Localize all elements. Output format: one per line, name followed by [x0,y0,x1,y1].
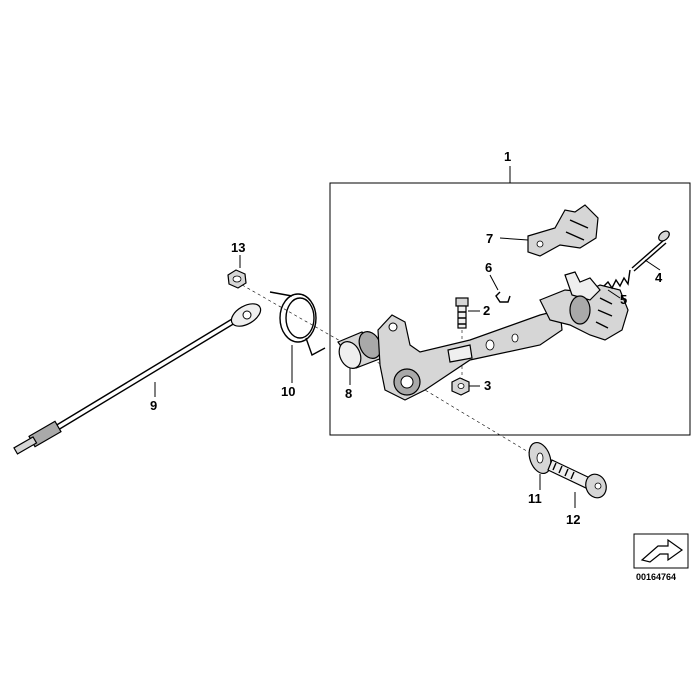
callout-9: 9 [150,398,157,413]
pin-part-4 [631,230,670,272]
spring-part-10 [269,291,326,357]
assembly-frame [329,182,691,436]
nut-part-13 [227,269,247,289]
clip-part-6 [495,291,511,303]
screw-part-12 [547,459,607,499]
bolt-part-2 [455,297,469,329]
callout-3: 3 [484,378,491,393]
callout-10: 10 [281,384,295,399]
callout-6: 6 [485,260,492,275]
washer-part-11 [528,441,552,475]
arrow-icon [640,538,684,563]
peg-cap-part-7 [527,204,599,257]
nut-part-3 [451,377,470,396]
callout-13: 13 [231,240,245,255]
callout-12: 12 [566,512,580,527]
document-id-box: 00164764 [633,533,689,582]
callout-1: 1 [504,149,511,164]
callout-2: 2 [483,303,490,318]
bushing-part-8 [337,331,383,369]
callout-8: 8 [345,386,352,401]
foot-peg [539,271,629,341]
document-number: 00164764 [636,572,676,582]
callout-4: 4 [655,270,663,285]
callout-5: 5 [620,292,627,307]
spring-part-5 [603,269,631,290]
callout-7: 7 [486,231,493,246]
cable-part-9 [13,303,262,455]
callout-11: 11 [528,491,542,506]
